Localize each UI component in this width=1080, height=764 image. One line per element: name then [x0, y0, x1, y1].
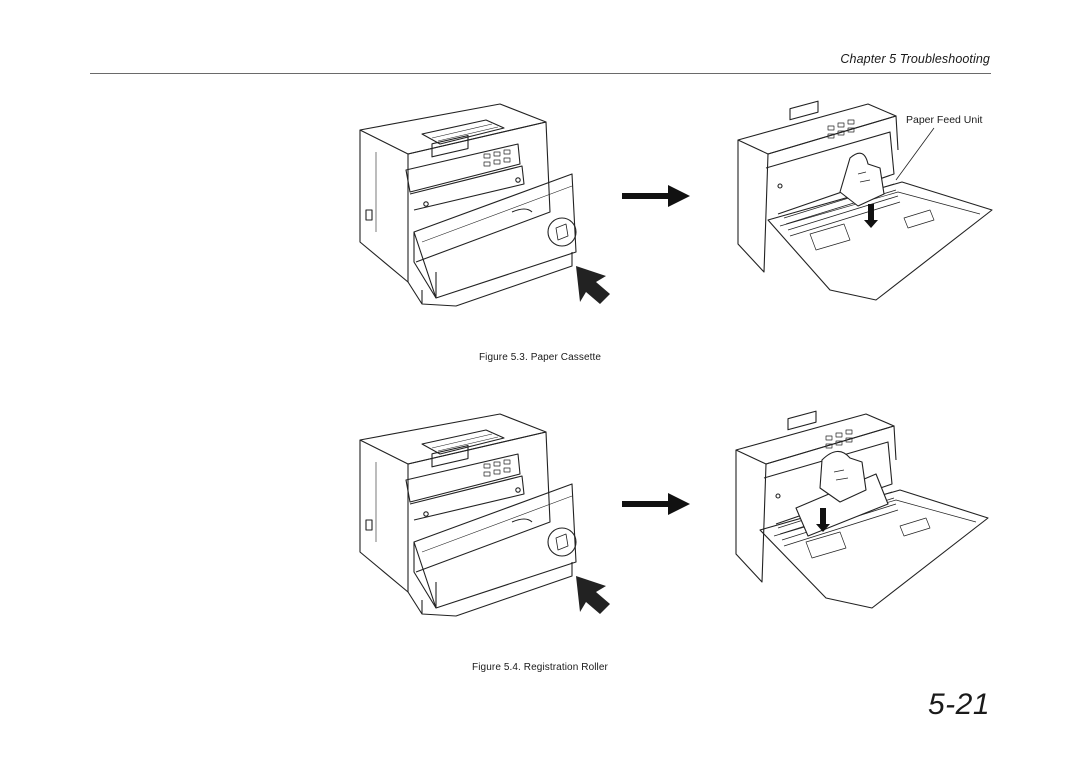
paper-feed-unit-callout: Paper Feed Unit: [906, 114, 983, 126]
printer-cassette-illustration-2: [336, 402, 616, 627]
printer-cassette-illustration-1: [336, 92, 616, 317]
printer-registration-roller-illustration: [716, 404, 996, 619]
right-arrow-icon-2: [622, 491, 692, 517]
printer-feed-unit-illustration: [718, 94, 998, 309]
header-rule: [90, 73, 991, 74]
chapter-header: Chapter 5 Troubleshooting: [840, 52, 990, 66]
figure-caption-1: Figure 5.3. Paper Cassette: [478, 352, 602, 363]
page-number: 5-21: [927, 688, 990, 721]
right-arrow-icon-1: [622, 183, 692, 209]
figure-caption-2: Figure 5.4. Registration Roller: [472, 662, 608, 673]
